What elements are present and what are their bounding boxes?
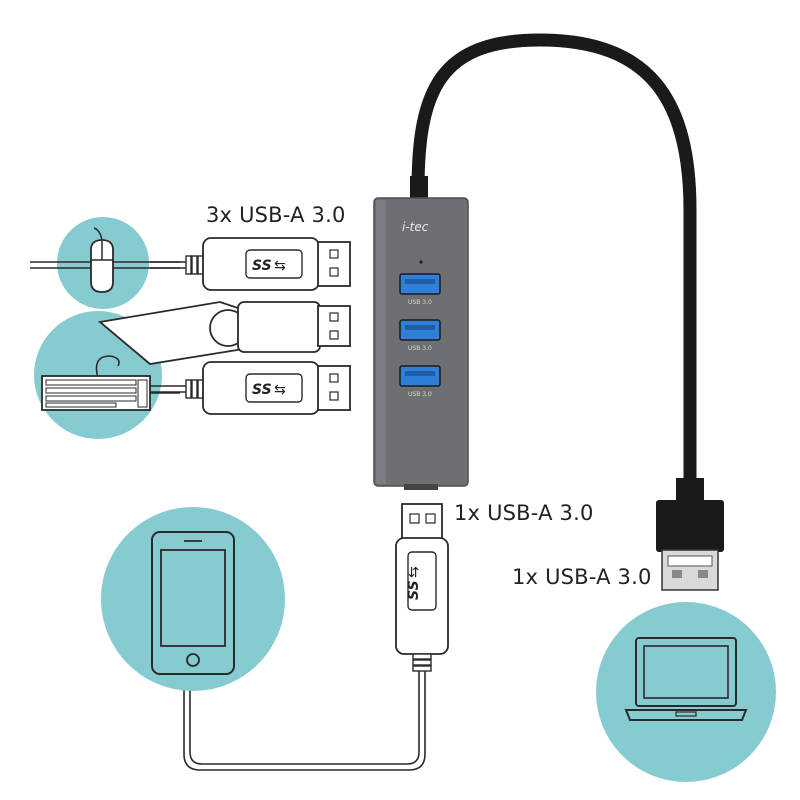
phone-cable [189, 671, 420, 765]
hub-brand: i-tec [402, 220, 429, 234]
usb-connector-keyboard [150, 361, 351, 415]
usb-logo-bottom: SS [406, 580, 422, 600]
usb-flash-drive-icon [97, 301, 351, 365]
usb-trident-keyboard-icon: ⇆ [274, 382, 286, 398]
usb-trident-bottom-icon: ⇆ [406, 566, 422, 578]
usb-trident-top-icon: ⇆ [274, 258, 286, 274]
keyboard-icon [41, 355, 180, 411]
usb-hub: i-tec USB 3.0 USB 3.0 USB 3.0 [373, 197, 469, 490]
hub-port-2 [399, 319, 441, 341]
host-usb-plug-icon [656, 478, 724, 591]
smartphone-icon [151, 531, 235, 675]
host-cable-strain-relief [410, 176, 428, 200]
hub-port-1-label: USB 3.0 [408, 299, 432, 306]
usb-logo-keyboard: SS [252, 382, 272, 398]
usb-connector-top [150, 237, 351, 291]
hub-port-3 [399, 365, 441, 387]
hub-port-2-label: USB 3.0 [408, 345, 432, 352]
usb-connector-bottom [395, 503, 449, 672]
label-left-ports: 3x USB-A 3.0 [206, 203, 346, 227]
hub-port-1 [399, 273, 441, 295]
host-cable [411, 33, 697, 487]
mouse-icon [90, 227, 114, 293]
label-host-plug: 1x USB-A 3.0 [512, 565, 652, 589]
usb-logo-top: SS [252, 258, 272, 274]
label-bottom-port: 1x USB-A 3.0 [454, 501, 594, 525]
laptop-icon [624, 637, 748, 721]
hub-port-3-label: USB 3.0 [408, 391, 432, 398]
